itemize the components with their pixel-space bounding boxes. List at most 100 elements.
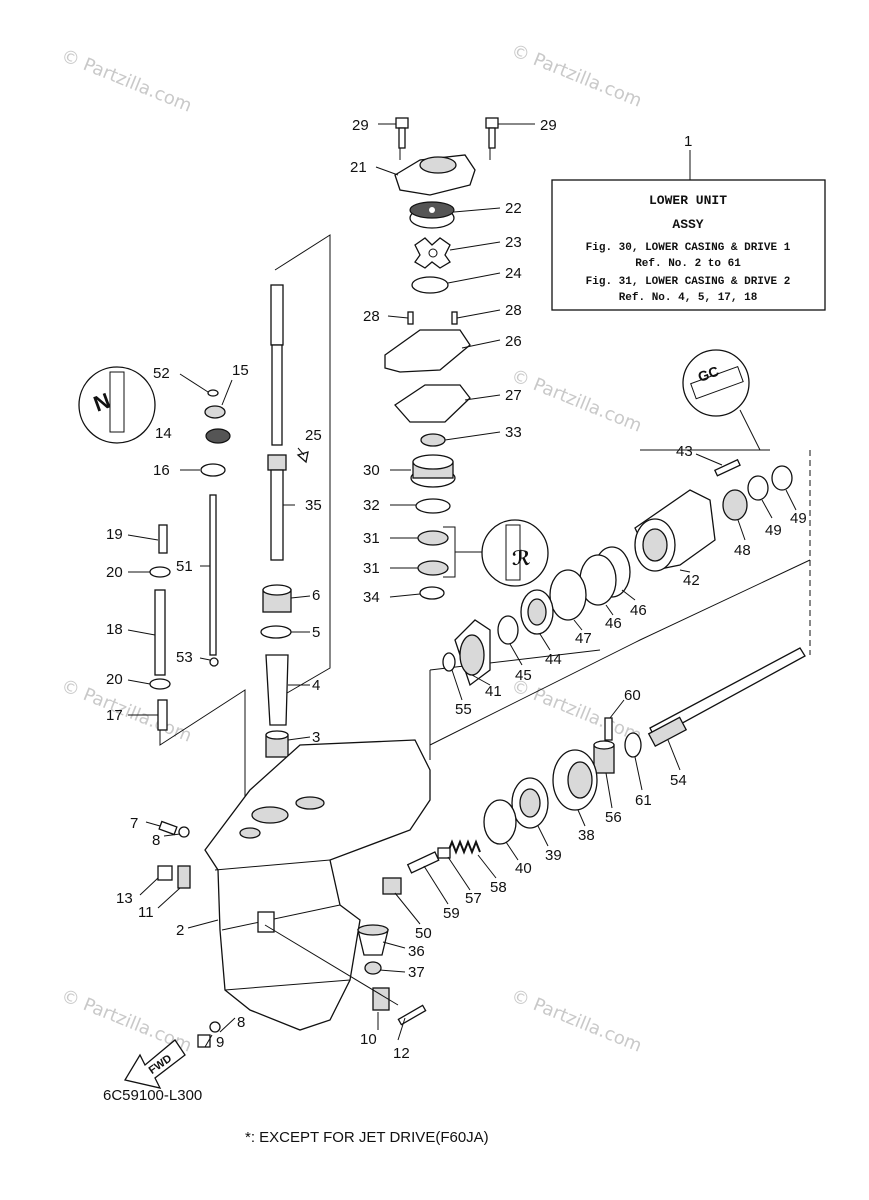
callout-32: 32	[363, 497, 380, 514]
callout-5: 5	[312, 624, 320, 641]
reverse-gear-38	[552, 749, 598, 811]
lower-casing-2	[204, 739, 431, 1031]
nut-13	[157, 865, 173, 881]
callout-47: 47	[575, 630, 592, 647]
callout-54: 54	[670, 772, 687, 789]
callout-8: 8	[237, 1014, 245, 1031]
bolt-43	[713, 458, 741, 477]
callout-23: 23	[505, 234, 522, 251]
callout-60: 60	[624, 687, 641, 704]
callout-6: 6	[312, 587, 320, 604]
callout-35: 35	[305, 497, 322, 514]
nipple-17	[157, 699, 168, 731]
callout-48: 48	[734, 542, 751, 559]
washer-34	[419, 586, 445, 600]
svg-text:ℛ: ℛ	[512, 548, 531, 570]
info-box-line3: Fig. 31, LOWER CASING & DRIVE 2	[586, 276, 791, 288]
needle-bearing-3	[265, 730, 289, 758]
callout-37: 37	[408, 964, 425, 981]
oil-seal-31b	[417, 560, 449, 576]
callout-38: 38	[578, 827, 595, 844]
callout-24: 24	[505, 265, 522, 282]
bolt-29-right	[485, 117, 499, 149]
callout-7: 7	[130, 815, 138, 832]
callout-29: 29	[540, 117, 557, 134]
callout-61: 61	[635, 792, 652, 809]
clip-20b	[149, 678, 171, 690]
o-ring-16	[200, 463, 226, 477]
assembly-outlines	[159, 130, 811, 830]
callout-26: 26	[505, 333, 522, 350]
bolt-29-left	[395, 117, 409, 149]
shim-40	[483, 799, 517, 845]
callout-58: 58	[490, 879, 507, 896]
callout-31: 31	[363, 560, 380, 577]
callout-55: 55	[455, 701, 472, 718]
spring-58	[447, 839, 481, 855]
forward-arrow: FWD	[123, 1039, 186, 1089]
watermark: © Partzilla.com	[508, 985, 645, 1057]
clip-53	[209, 657, 219, 667]
callout-52: 52	[153, 365, 170, 382]
callout-4: 4	[312, 677, 320, 694]
clip-20a	[149, 566, 171, 578]
callout-10: 10	[360, 1031, 377, 1048]
callout-57: 57	[465, 890, 482, 907]
plunger-59	[406, 851, 440, 874]
nut-37	[364, 961, 382, 975]
callout-28: 28	[505, 302, 522, 319]
housing-42	[634, 489, 716, 572]
callout-18: 18	[106, 621, 123, 638]
callout-20: 20	[106, 564, 123, 581]
pump-housing-21	[394, 154, 476, 196]
watermark: © Partzilla.com	[508, 40, 645, 112]
footnote: *: EXCEPT FOR JET DRIVE(F60JA)	[245, 1129, 489, 1146]
grease-symbol-middle: ℛ	[481, 519, 549, 587]
shim-5	[260, 625, 292, 639]
callout-12: 12	[393, 1045, 410, 1062]
bearing-39	[511, 777, 549, 829]
callout-46: 46	[630, 602, 647, 619]
shim-45	[497, 615, 519, 645]
callout-39: 39	[545, 847, 562, 864]
callout-17: 17	[106, 707, 123, 724]
pin-60	[604, 717, 613, 741]
info-box-subtitle: ASSY	[672, 217, 703, 232]
callout-16: 16	[153, 462, 170, 479]
callout-numbers: 29 29 21 22 23 24 28 28 26 27 33 30 32 3…	[106, 117, 807, 1062]
impeller-23	[414, 237, 451, 269]
callout-2: 2	[176, 922, 184, 939]
callout-56: 56	[605, 809, 622, 826]
shift-rod-boot-14	[205, 428, 231, 444]
oil-seal-49a	[747, 475, 769, 501]
bearing-48	[722, 489, 748, 521]
oil-seal-31a	[417, 530, 449, 546]
outer-plate-26	[384, 329, 471, 373]
grease-symbol-label: GC	[696, 363, 721, 385]
o-ring-24	[411, 276, 449, 294]
info-box-line2: Ref. No. 2 to 61	[635, 258, 741, 270]
callout-14: 14	[155, 425, 172, 442]
cartridge-22	[409, 201, 455, 229]
dowel-28-right	[451, 311, 458, 325]
callout-11: 11	[138, 904, 154, 921]
callout-59: 59	[443, 905, 460, 922]
sleeve-4	[265, 654, 289, 726]
callout-49: 49	[765, 522, 782, 539]
dowel-28-left	[407, 311, 414, 325]
shift-plunger-50	[382, 877, 402, 895]
callout-41: 41	[485, 683, 502, 700]
seal-33	[420, 433, 446, 447]
callout-40: 40	[515, 860, 532, 877]
callout-53: 53	[176, 649, 193, 666]
propeller-shaft-group	[382, 647, 806, 895]
info-box-line4: Ref. No. 4, 5, 17, 18	[619, 292, 758, 304]
bolt-12	[397, 1004, 427, 1026]
leader-lines	[127, 123, 797, 1048]
callout-36: 36	[408, 943, 425, 960]
callout-1: 1	[684, 133, 692, 150]
info-box-title: LOWER UNIT	[649, 193, 727, 208]
spring-61	[624, 732, 642, 758]
callout-21: 21	[350, 159, 367, 176]
